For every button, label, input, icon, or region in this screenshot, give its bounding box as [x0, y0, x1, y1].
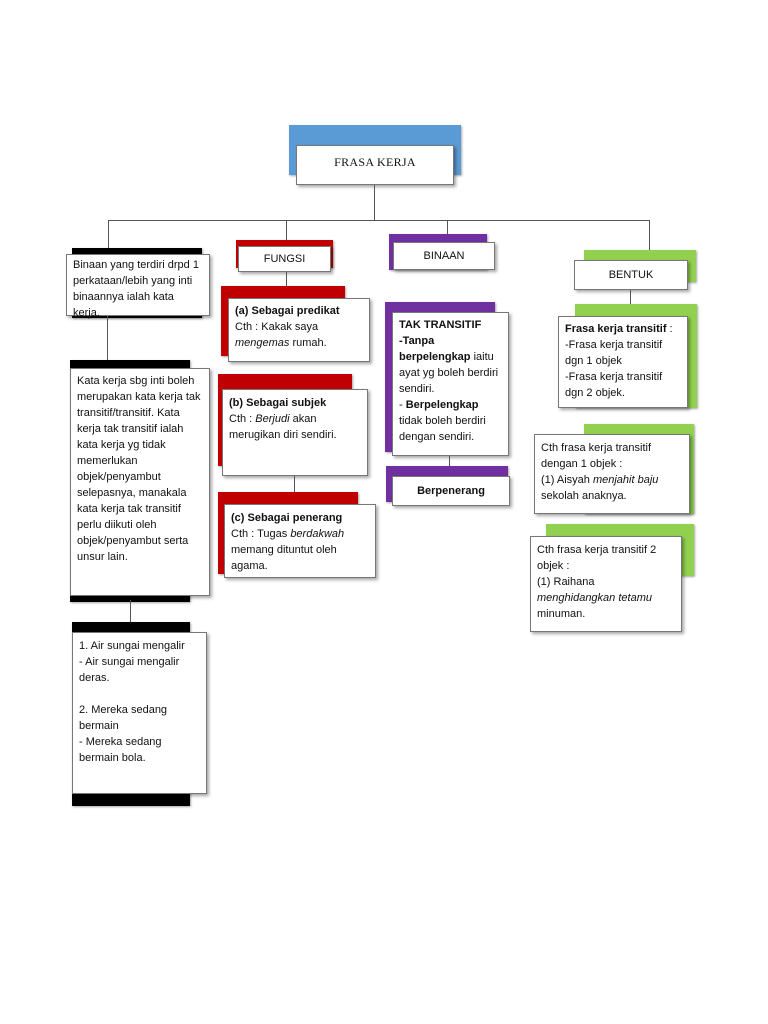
connector-fungsi-down [286, 272, 287, 286]
left-description-text: Kata kerja sbg inti boleh merupakan kata… [77, 375, 201, 563]
left-definition-text: Binaan yang terdiri drpd 1 perkataan/leb… [73, 259, 199, 319]
binaan-ber-rest: tidak boleh berdiri dengan sendiri. [399, 415, 486, 443]
bentuk-ft-line-2: -Frasa kerja transitif dgn 2 objek. [565, 371, 663, 399]
connector-bentuk-down [630, 290, 631, 304]
fungsi-c-title: (c) Sebagai penerang [231, 512, 343, 524]
binaan-berpenerang-label: Berpenerang [417, 485, 485, 497]
binaan-tanpa: -Tanpa berpelengkap [399, 335, 471, 363]
bentuk-ft-title: Frasa kerja transitif [565, 323, 667, 335]
root-node: FRASA KERJA [296, 145, 454, 185]
bentuk-frasa-transitif-box: Frasa kerja transitif : -Frasa kerja tra… [558, 316, 688, 408]
connector-to-binaan [447, 220, 448, 236]
left-description-box: Kata kerja sbg inti boleh merupakan kata… [70, 368, 210, 596]
left-definition-box: Binaan yang terdiri drpd 1 perkataan/leb… [66, 254, 210, 319]
fungsi-b-post: akan merugikan diri sendiri. [229, 413, 337, 441]
binaan-tak-transitif-box: TAK TRANSITIF -Tanpa berpelengkap iaitu … [392, 312, 509, 456]
connector-binaan-down [449, 456, 450, 468]
fungsi-b-title: (b) Sebagai subjek [229, 397, 327, 409]
fungsi-c-post: memang dituntut oleh agama. [231, 544, 337, 572]
fungsi-a-italic: mengemas [235, 337, 290, 349]
connector-fungsi-b-c [294, 476, 295, 492]
left-example-1-body: - Air sungai mengalir deras. [79, 656, 180, 684]
left-examples-box: 1. Air sungai mengalir - Air sungai meng… [72, 632, 207, 794]
connector-to-bentuk [649, 220, 650, 252]
fungsi-b-box: (b) Sebagai subjek Cth : Berjudi akan me… [222, 389, 368, 476]
left-example-2-body: - Mereka sedang bermain bola. [79, 736, 162, 764]
connector-to-fungsi [286, 220, 287, 242]
fungsi-header: FUNGSI [238, 246, 331, 272]
root-title: FRASA KERJA [334, 155, 416, 169]
connector-left-2 [130, 600, 131, 625]
fungsi-b-pre: Cth : [229, 413, 256, 425]
connector-to-left [108, 220, 109, 250]
bentuk-ex1-pre: (1) Aisyah [541, 474, 593, 486]
bentuk-example-2-box: Cth frasa kerja transitif 2 objek : (1) … [530, 536, 682, 632]
bentuk-example-1-box: Cth frasa kerja transitif dengan 1 objek… [534, 434, 690, 514]
bentuk-header: BENTUK [574, 260, 688, 290]
binaan-tak-title: TAK TRANSITIF [399, 319, 482, 331]
fungsi-c-pre: Cth : Tugas [231, 528, 291, 540]
binaan-dash: - [399, 399, 406, 411]
fungsi-a-box: (a) Sebagai predikat Cth : Kakak saya me… [228, 298, 370, 362]
binaan-header-label: BINAAN [423, 250, 465, 262]
binaan-tanpa-rest: iaitu ayat yg boleh berdiri sendiri. [399, 351, 499, 395]
binaan-berpenerang-box: Berpenerang [392, 476, 510, 506]
bentuk-ex2-intro: Cth frasa kerja transitif 2 objek : [537, 544, 657, 572]
binaan-header: BINAAN [393, 242, 495, 270]
left-example-2-title: 2. Mereka sedang bermain [79, 704, 168, 732]
bentuk-ft-line-1: -Frasa kerja transitif dgn 1 objek [565, 339, 663, 367]
bentuk-ex2-pre: (1) Raihana [537, 576, 595, 588]
left-example-1-title: 1. Air sungai mengalir [79, 640, 185, 652]
bentuk-ex2-post: minuman. [537, 608, 586, 620]
fungsi-c-italic: berdakwah [290, 528, 345, 540]
connector-left-1 [107, 316, 108, 362]
bentuk-ex1-post: sekolah anaknya. [541, 490, 627, 502]
bentuk-header-label: BENTUK [608, 269, 654, 281]
connector-horizontal-bar [108, 220, 650, 221]
fungsi-b-italic: Berjudi [255, 413, 290, 425]
bentuk-ft-colon: : [666, 323, 673, 335]
binaan-ber: Berpelengkap [405, 399, 479, 411]
fungsi-c-box: (c) Sebagai penerang Cth : Tugas berdakw… [224, 504, 376, 578]
bentuk-ex1-italic: menjahit baju [592, 474, 659, 486]
fungsi-a-pre: Cth : Kakak saya [235, 321, 319, 333]
connector-root-down [374, 185, 375, 220]
fungsi-a-post: rumah. [289, 337, 327, 349]
bentuk-ex2-italic: menghidangkan tetamu [537, 592, 652, 604]
bentuk-ex1-intro: Cth frasa kerja transitif dengan 1 objek… [541, 442, 652, 470]
fungsi-header-label: FUNGSI [263, 253, 306, 265]
fungsi-a-title: (a) Sebagai predikat [235, 305, 340, 317]
